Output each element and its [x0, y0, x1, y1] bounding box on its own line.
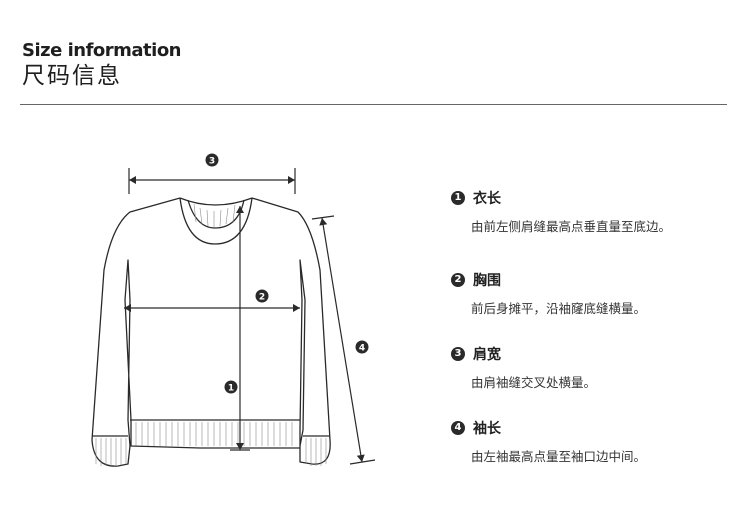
svg-text:1: 1: [228, 384, 234, 394]
marker-4: 4: [355, 340, 369, 354]
marker-2: 2: [255, 289, 269, 303]
legend-number-badge: 1: [451, 191, 465, 205]
legend-item-length: 1 衣长 由前左侧肩缝最高点垂直量至底边。: [451, 188, 731, 235]
rib-texture: [95, 203, 327, 466]
legend-description: 由左袖最高点量至袖口边中间。: [471, 449, 647, 464]
legend-title: 袖长: [473, 421, 501, 437]
legend-title: 衣长: [473, 191, 501, 207]
collar-inner: [187, 199, 245, 229]
legend-item-chest: 2 胸围 前后身摊平，沿袖窿底缝横量。: [451, 270, 731, 317]
marker-1: 1: [224, 380, 238, 394]
legend-number-badge: 4: [451, 421, 465, 435]
title-english: Size information: [22, 40, 182, 61]
title-chinese: 尺码信息: [22, 63, 122, 89]
legend-number-badge: 2: [451, 273, 465, 287]
svg-text:3: 3: [209, 157, 215, 167]
legend-description: 由前左侧肩缝最高点垂直量至底边。: [471, 219, 672, 234]
legend-description: 前后身摊平，沿袖窿底缝横量。: [471, 301, 647, 316]
header-divider: [20, 104, 727, 105]
svg-text:2: 2: [259, 293, 265, 303]
marker-3: 3: [205, 153, 219, 167]
legend-item-sleeve: 4 袖长 由左袖最高点量至袖口边中间。: [451, 418, 731, 465]
legend-description: 由肩袖缝交叉处横量。: [471, 375, 597, 390]
collar-outer: [179, 197, 253, 245]
legend-number-badge: 3: [451, 347, 465, 361]
legend-title: 肩宽: [473, 347, 501, 363]
sweater-outline: [91, 197, 331, 467]
legend-title: 胸围: [473, 273, 501, 289]
legend-item-shoulder: 3 肩宽 由肩袖缝交叉处横量。: [451, 344, 731, 391]
svg-text:4: 4: [359, 344, 365, 354]
page-header: Size information 尺码信息: [22, 40, 182, 90]
